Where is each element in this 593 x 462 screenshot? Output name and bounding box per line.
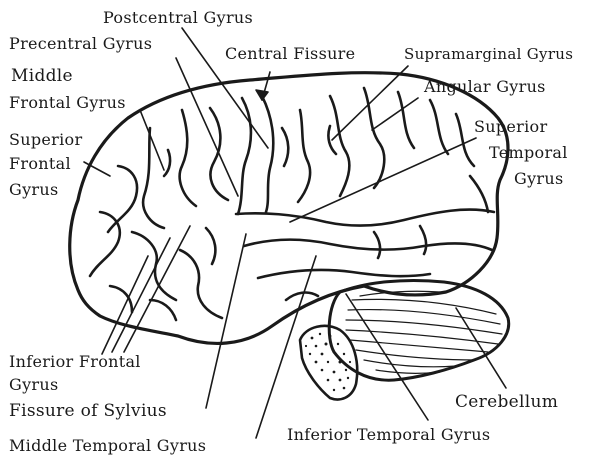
label-middle-frontal-gyrus-line1: Middle [11,66,73,86]
label-precentral-gyrus: Precentral Gyrus [9,35,152,53]
label-postcentral-gyrus: Postcentral Gyrus [103,9,253,27]
label-fissure-of-sylvius: Fissure of Sylvius [9,401,167,421]
label-inferior-frontal-gyrus-line1: Inferior Frontal [9,353,141,371]
label-middle-frontal-gyrus-line2: Frontal Gyrus [9,94,126,112]
cerebrum-outline [70,73,508,344]
central-fissure-arrowhead [256,90,268,100]
label-cerebellum: Cerebellum [455,392,558,412]
label-superior-frontal-gyrus-line2: Frontal [9,155,71,173]
label-central-fissure: Central Fissure [225,45,355,63]
cerebellum-folia [346,291,502,373]
label-inferior-temporal-gyrus: Inferior Temporal Gyrus [287,426,490,444]
label-middle-temporal-gyrus: Middle Temporal Gyrus [9,437,206,455]
label-superior-temporal-gyrus-line2: Temporal [489,144,568,162]
label-superior-frontal-gyrus-line1: Superior [9,131,82,149]
label-superior-temporal-gyrus-line1: Superior [474,118,547,136]
label-angular-gyrus: Angular Gyrus [424,78,546,96]
brain-sulci [90,88,494,320]
label-supramarginal-gyrus: Supramarginal Gyrus [404,45,573,63]
label-inferior-frontal-gyrus-line2: Gyrus [9,376,58,394]
label-superior-temporal-gyrus-line3: Gyrus [514,170,563,188]
label-superior-frontal-gyrus-line3: Gyrus [9,181,58,199]
